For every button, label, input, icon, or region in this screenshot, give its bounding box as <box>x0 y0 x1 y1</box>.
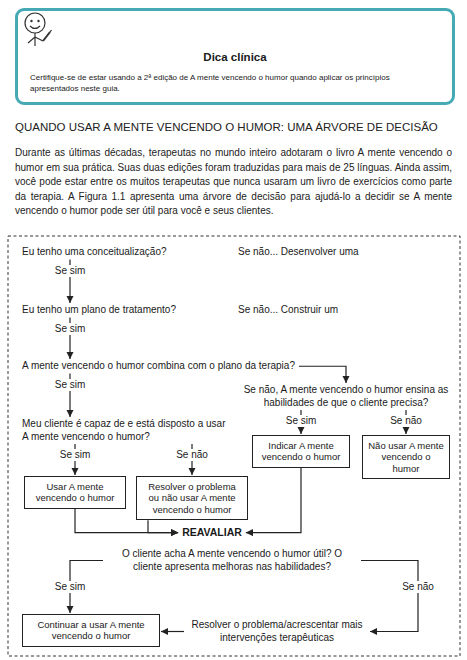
flow-arrow <box>299 366 346 383</box>
tip-box: Dica clínicaCertifique-se de estar usand… <box>15 8 455 105</box>
step-label: REAVALIAR <box>182 526 242 539</box>
flow-arrow <box>148 520 178 532</box>
flow-arrow <box>361 561 418 632</box>
branch-note: Se não... Construir um <box>238 304 338 317</box>
action-text: Resolver o problema/acrescentar mais int… <box>188 619 366 644</box>
node-text: Continuar a usar A mente vencendo o humo… <box>28 619 154 642</box>
branch-label: Se sim <box>53 265 88 277</box>
branch-label: Se sim <box>53 323 88 335</box>
action-box: Resolver o problema ou não usar A mente … <box>136 476 248 520</box>
question: Se não, A mente vencendo o humor ensina … <box>238 384 454 409</box>
branch-label: Se sim <box>53 581 88 593</box>
branch-label: Se sim <box>58 449 93 461</box>
action-box: Não usar A mente vencendo o humor <box>362 435 450 479</box>
question: Eu tenho uma conceitualização? <box>22 246 167 259</box>
node-text: Meu cliente é capaz de e está disposto a… <box>22 418 227 443</box>
node-text: A mente vencendo o humor combina com o p… <box>22 360 295 373</box>
question: Eu tenho um plano de tratamento? <box>22 304 176 317</box>
node-text: Dica clínica <box>30 51 440 63</box>
dashed-frame <box>8 236 460 656</box>
branch-label: Se não <box>400 581 436 593</box>
question: A mente vencendo o humor combina com o p… <box>22 360 295 373</box>
action-box: Continuar a usar A mente vencendo o humo… <box>22 614 160 647</box>
node-text: Eu tenho um plano de tratamento? <box>22 304 176 317</box>
branch-label: Se sim <box>53 379 88 391</box>
action-box: Indicar A mente vencendo o humor <box>252 435 350 468</box>
section-heading: QUANDO USAR A MENTE VENCENDO O HUMOR: UM… <box>15 121 438 133</box>
node-text: O cliente acha A mente vencendo o humor … <box>107 548 357 573</box>
node-text: Eu tenho uma conceitualização? <box>22 246 167 259</box>
node-body: Certifique-se de estar usando a 2ª ediçã… <box>30 72 440 94</box>
branch-label: Se não <box>388 415 424 427</box>
node-text: REAVALIAR <box>182 526 242 539</box>
action-box: Usar A mente vencendo o humor <box>24 476 126 509</box>
node-text: Resolver o problema/acrescentar mais int… <box>188 619 366 644</box>
flow-arrow <box>161 631 184 632</box>
node-text: Indicar A mente vencendo o humor <box>258 440 344 463</box>
branch-label: Se não <box>174 449 210 461</box>
node-text: Se não, A mente vencendo o humor ensina … <box>238 384 454 409</box>
branch-note: Se não... Desenvolver uma <box>238 246 359 259</box>
node-text: Usar A mente vencendo o humor <box>30 481 120 504</box>
flow-arrow <box>246 468 301 533</box>
node-text: Não usar A mente vencendo o humor <box>368 440 444 474</box>
tip-icon <box>25 13 52 46</box>
question: Meu cliente é capaz de e está disposto a… <box>22 418 227 443</box>
body-text: Durante as últimas décadas, terapeutas n… <box>15 146 452 219</box>
node-text: Resolver o problema ou não usar A mente … <box>142 481 242 515</box>
question: O cliente acha A mente vencendo o humor … <box>107 548 357 573</box>
branch-label: Se sim <box>284 415 319 427</box>
